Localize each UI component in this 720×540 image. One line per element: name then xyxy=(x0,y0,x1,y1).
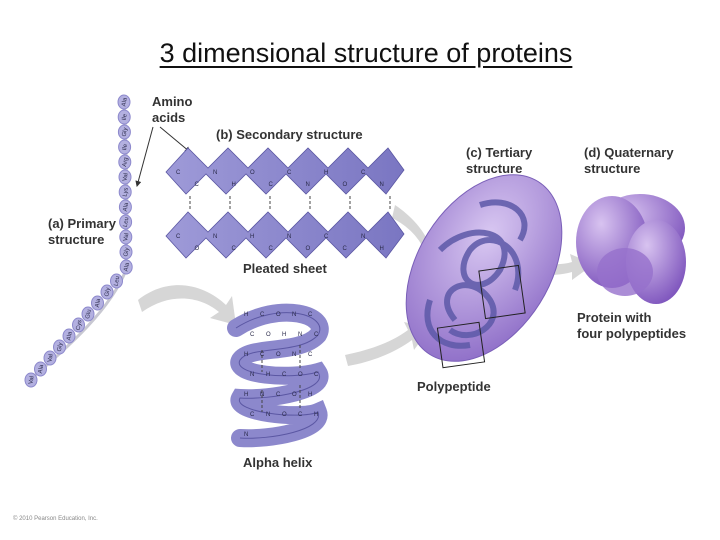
sheet-atom: N xyxy=(361,234,365,240)
sheet-atom: C xyxy=(176,234,181,240)
helix-atom: N xyxy=(250,372,254,378)
helix-atom: N xyxy=(244,432,248,438)
copyright-notice: © 2010 Pearson Education, Inc. xyxy=(13,516,98,522)
helix-atom: H xyxy=(308,392,312,398)
helix-atom: O xyxy=(298,372,303,378)
helix-atom: H xyxy=(282,332,286,338)
polypeptide-label: Polypeptide xyxy=(417,379,491,395)
helix-atom: N xyxy=(292,312,296,318)
sheet-atom: C xyxy=(269,182,274,188)
helix-atom: H xyxy=(314,412,318,418)
helix-atom: H xyxy=(266,372,270,378)
helix-atom: C xyxy=(282,372,287,378)
helix-atom: N xyxy=(298,332,302,338)
sheet-atom: H xyxy=(380,246,384,252)
alpha-helix: H C O N C C O H N C H C O N C N H C O C H N C O H C N O C H N xyxy=(236,312,320,438)
sheet-atom: N xyxy=(287,234,291,240)
helix-atom: C xyxy=(314,332,319,338)
helix-atom: H xyxy=(244,352,248,358)
pleated-sheet-label: Pleated sheet xyxy=(243,261,327,277)
helix-atom: N xyxy=(266,412,270,418)
pleated-sheet: C C N H O C C N H O C N C O N C H C N O C C N H xyxy=(166,148,404,258)
helix-atom: C xyxy=(298,412,303,418)
amino-acids-label: Aminoacids xyxy=(152,94,192,126)
arrow-chain-to-helix xyxy=(138,285,236,325)
sheet-atom: H xyxy=(250,234,254,240)
sheet-atom: O xyxy=(343,182,348,188)
helix-atom: N xyxy=(292,352,296,358)
sheet-atom: C xyxy=(176,170,181,176)
helix-atom: C xyxy=(276,392,281,398)
sheet-atom: H xyxy=(232,182,236,188)
helix-atom: C xyxy=(250,412,255,418)
hydrogen-bonds xyxy=(190,196,390,210)
sheet-atom: N xyxy=(306,182,310,188)
helix-atom: H xyxy=(244,392,248,398)
helix-atom: C xyxy=(250,332,255,338)
sheet-atom: C xyxy=(361,170,366,176)
sheet-atom: H xyxy=(324,170,328,176)
sheet-atom: C xyxy=(343,246,348,252)
tertiary-structure-label: (c) Tertiarystructure xyxy=(466,145,532,177)
sheet-atom: C xyxy=(232,246,237,252)
helix-atom: O xyxy=(266,332,271,338)
helix-atom: C xyxy=(314,372,319,378)
sheet-atom: O xyxy=(195,246,200,252)
alpha-helix-label: Alpha helix xyxy=(243,455,312,471)
sheet-atom: C xyxy=(287,170,292,176)
sheet-atom: O xyxy=(306,246,311,252)
helix-atom: C xyxy=(260,312,265,318)
sheet-atom: C xyxy=(195,182,200,188)
helix-atom: C xyxy=(308,352,313,358)
sheet-atom: N xyxy=(380,182,384,188)
sheet-atom: C xyxy=(324,234,329,240)
secondary-structure-label: (b) Secondary structure xyxy=(216,127,363,143)
helix-atom: O xyxy=(276,312,281,318)
quaternary-structure xyxy=(576,194,686,304)
sheet-atom: C xyxy=(269,246,274,252)
sheet-atom: N xyxy=(213,234,217,240)
helix-atom: O xyxy=(276,352,281,358)
sheet-atom: O xyxy=(250,170,255,176)
helix-atom: H xyxy=(244,312,248,318)
helix-atom: N xyxy=(260,392,264,398)
helix-atom: O xyxy=(292,392,297,398)
helix-atom: C xyxy=(260,352,265,358)
sheet-atom: N xyxy=(213,170,217,176)
helix-atom: C xyxy=(308,312,313,318)
helix-atom: O xyxy=(282,412,287,418)
